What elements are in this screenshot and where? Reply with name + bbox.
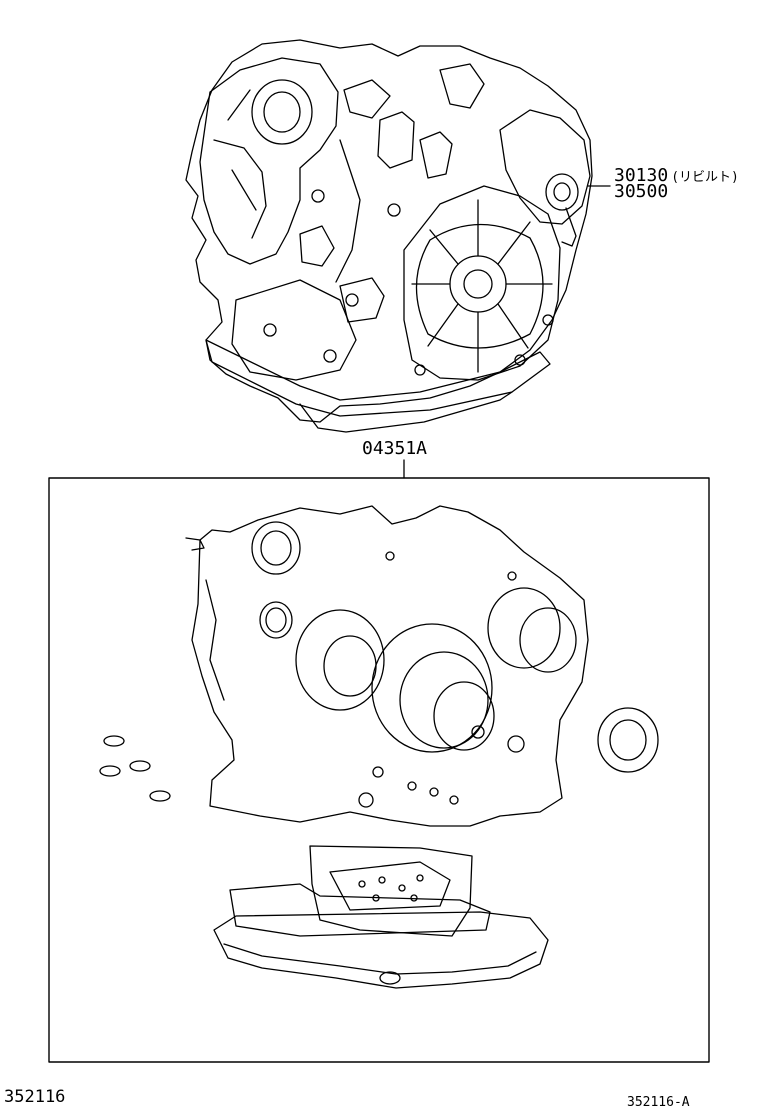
o-ring-inner <box>266 608 286 632</box>
piston-seal <box>488 588 560 668</box>
part-number-04351A[interactable]: 04351A <box>362 438 428 459</box>
output-shaft-seal <box>546 174 578 210</box>
bell-housing <box>200 58 338 264</box>
piston-seal-inner <box>520 608 576 672</box>
case-gasket-tab <box>186 538 204 550</box>
top-rib <box>440 64 484 108</box>
side-cover <box>404 186 560 380</box>
center-rib <box>336 140 360 282</box>
piston-seal-inner <box>324 636 376 696</box>
piston-seal <box>296 610 384 710</box>
part-number-30130[interactable]: 30130 <box>614 165 669 186</box>
bolt <box>388 204 400 216</box>
oil-pan <box>300 392 512 432</box>
bolt <box>324 350 336 362</box>
clutch-piston-hub <box>434 682 494 750</box>
small-plug <box>408 782 416 790</box>
bell-housing-bore-inner <box>264 92 300 132</box>
oil-seal-inner <box>261 531 291 565</box>
top-boss <box>420 132 452 178</box>
small-o-ring <box>150 791 170 801</box>
solenoid-connector <box>300 226 334 266</box>
small-plug <box>359 793 373 807</box>
bolt <box>543 315 553 325</box>
small-o-ring <box>104 736 124 746</box>
output-shaft <box>562 208 576 246</box>
output-shaft-seal-inner <box>554 183 570 201</box>
small-plug <box>450 796 458 804</box>
transaxle-assembly-illustration[interactable] <box>186 40 592 432</box>
oil-pan-gasket <box>230 884 490 936</box>
small-plug <box>508 572 516 580</box>
top-boss <box>378 112 414 168</box>
bolt <box>312 190 324 202</box>
side-cover-ring <box>416 224 543 348</box>
lower-oil-pan <box>214 912 548 988</box>
case-gasket <box>192 506 588 826</box>
small-o-ring <box>130 761 150 771</box>
plate-hole <box>359 881 365 887</box>
small-plug <box>430 788 438 796</box>
bell-housing-bore <box>252 80 312 144</box>
housing-rib <box>228 90 250 120</box>
diagram-reference: 352116-A <box>627 1095 690 1110</box>
separator-plate <box>330 862 450 910</box>
differential-housing <box>500 110 590 224</box>
small-plug <box>373 767 383 777</box>
lower-oil-pan-lip <box>224 944 536 974</box>
clutch-piston-rim <box>400 652 488 748</box>
oil-seal <box>252 522 300 574</box>
part-number-30500[interactable]: 30500 <box>614 181 669 202</box>
plate-hole <box>399 885 405 891</box>
drive-shaft-oil-seal-inner <box>610 720 646 760</box>
case-gasket-inner <box>206 580 224 700</box>
valve-body <box>310 846 472 936</box>
housing-rib <box>232 170 256 210</box>
o-ring <box>260 602 292 638</box>
small-plug <box>386 552 394 560</box>
top-rib <box>344 80 390 118</box>
callout-part-30500[interactable]: 30500 <box>614 183 668 201</box>
housing-rib <box>214 140 266 238</box>
gasket-kit-frame[interactable] <box>49 478 709 1062</box>
small-plug <box>508 736 524 752</box>
drive-shaft-oil-seal <box>598 708 658 772</box>
callout-part-30130[interactable]: 30130(リビルト) <box>614 167 739 185</box>
oil-pan-flange <box>206 340 550 416</box>
plate-hole <box>417 875 423 881</box>
transaxle-housing-outline <box>186 40 592 422</box>
side-cover-hub-inner <box>464 270 492 298</box>
drain-plug-gasket <box>380 972 400 984</box>
side-cover-spokes <box>412 200 552 372</box>
bolt <box>346 294 358 306</box>
rebuilt-note: (リビルト) <box>671 170 739 185</box>
clutch-piston <box>372 624 492 752</box>
small-o-ring <box>100 766 120 776</box>
bolt <box>264 324 276 336</box>
overhaul-kit-illustration[interactable] <box>100 506 658 988</box>
valve-body-side <box>232 280 356 380</box>
diagram-id: 352116 <box>4 1087 66 1107</box>
bolt <box>415 365 425 375</box>
clutch-piston-bore <box>472 726 484 738</box>
plate-hole <box>379 877 385 883</box>
callout-kit-04351A[interactable]: 04351A <box>362 440 427 458</box>
